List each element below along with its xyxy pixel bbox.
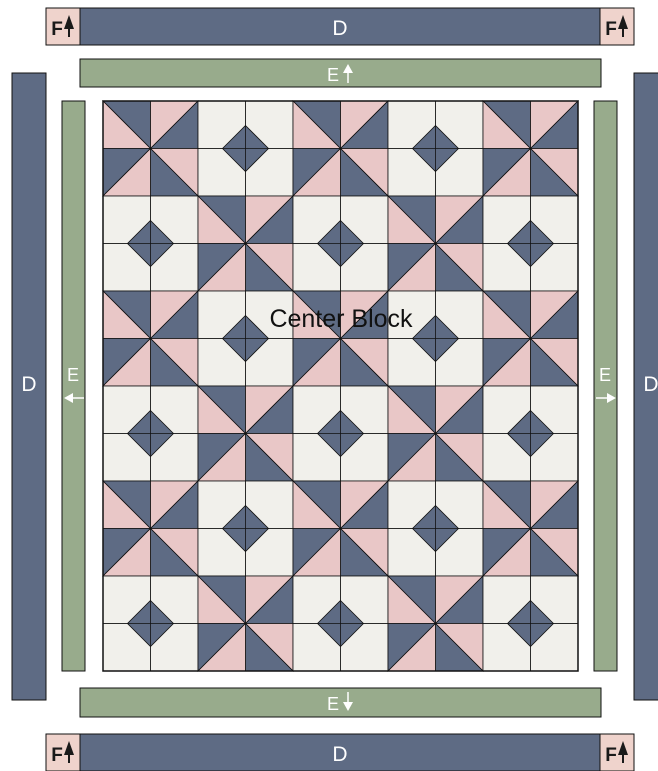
- corner-f-top-right-label: F: [605, 19, 617, 40]
- corner-f-top-left-label: F: [51, 19, 63, 40]
- border-e-right: [594, 101, 617, 671]
- border-e-left-label: E: [67, 365, 79, 385]
- corner-f-top-right: F: [600, 8, 634, 45]
- center-block-label: Center Block: [269, 305, 413, 333]
- border-d-top-label: D: [332, 17, 347, 40]
- border-e-top: [80, 59, 601, 87]
- border-d-bottom-label: D: [332, 743, 347, 766]
- corner-f-bottom-right-label: F: [605, 745, 617, 766]
- border-e-right-label: E: [599, 365, 611, 385]
- border-e-left: [62, 101, 85, 671]
- corner-f-top-left: F: [46, 8, 80, 45]
- corner-f-bottom-right: F: [600, 734, 634, 771]
- border-e-bottom-label: E: [327, 694, 339, 714]
- corner-f-bottom-left-label: F: [51, 745, 63, 766]
- corner-f-bottom-left: F: [46, 734, 80, 771]
- border-e-top-label: E: [327, 65, 339, 85]
- border-e-bottom: [80, 688, 601, 717]
- border-d-right-label: D: [643, 373, 658, 396]
- border-d-left-label: D: [21, 373, 36, 396]
- center-block: [103, 101, 578, 671]
